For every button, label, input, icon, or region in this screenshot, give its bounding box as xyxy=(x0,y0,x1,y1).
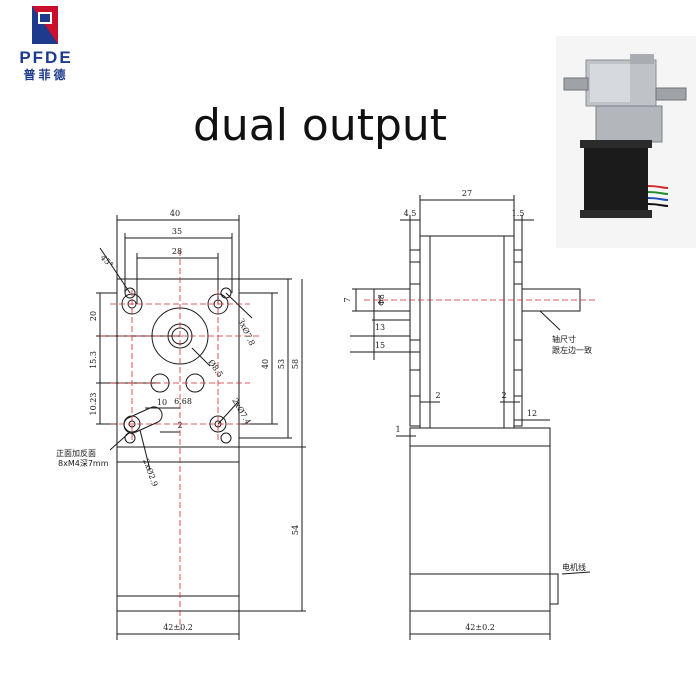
dim-d8: Φ8 xyxy=(377,294,386,306)
dim-d7: 7 xyxy=(343,297,352,302)
dim-w2: 2 xyxy=(177,421,182,430)
front-note-line2: 8xM4深7mm xyxy=(58,459,109,468)
dim-h40: 40 xyxy=(261,359,270,369)
front-note-line1: 正面加反面 xyxy=(56,448,96,458)
dim-side-base: 42±0.2 xyxy=(465,623,495,632)
dim-h53: 53 xyxy=(277,359,286,369)
dim-l13: 13 xyxy=(375,323,385,332)
dim-l1: 1 xyxy=(395,425,400,434)
dim-w28: 28 xyxy=(172,247,182,256)
dim-front-base: 42±0.2 xyxy=(163,623,193,632)
shaft-note-line2: 跟左边一致 xyxy=(552,345,592,355)
dim-l4-5: 4.5 xyxy=(404,209,417,218)
dim-h15-3: 15.3 xyxy=(89,351,98,369)
dim-h54: 54 xyxy=(291,525,300,535)
logo-chinese: 普菲德 xyxy=(23,68,69,82)
logo-latin: PFDE xyxy=(19,48,73,67)
dim-d6-68: 6.68 xyxy=(174,397,192,406)
shaft-note-line1: 轴尺寸 xyxy=(552,334,576,344)
dim-bore8-5: Ø8.5 xyxy=(206,358,224,379)
dim-r1-5: 1.5 xyxy=(512,209,525,218)
dim-w40: 40 xyxy=(170,209,180,218)
dim-r2: 2 xyxy=(501,391,506,400)
dim-bolt2: 2xØ7.4 xyxy=(230,397,252,427)
side-gearbox-outline xyxy=(419,235,515,429)
dim-w10: 10 xyxy=(157,398,167,407)
dim-h20: 20 xyxy=(89,311,98,321)
dim-h58: 58 xyxy=(291,359,300,369)
dim-l2: 2 xyxy=(435,391,440,400)
dim-w27: 27 xyxy=(462,189,472,198)
page-title: dual output xyxy=(192,100,448,151)
logo-mark-icon xyxy=(32,6,58,44)
brand-logo: PFDE 普菲德 xyxy=(4,4,88,82)
dim-l15: 15 xyxy=(375,341,385,350)
wire-label: 电机线 xyxy=(562,562,586,572)
front-motor-outline xyxy=(116,446,240,612)
dim-r12: 12 xyxy=(527,409,537,418)
motor-photo xyxy=(556,36,696,248)
side-motor-outline xyxy=(409,427,551,612)
dim-h10-23: 10.23 xyxy=(89,393,98,416)
dim-w35: 35 xyxy=(172,227,182,236)
